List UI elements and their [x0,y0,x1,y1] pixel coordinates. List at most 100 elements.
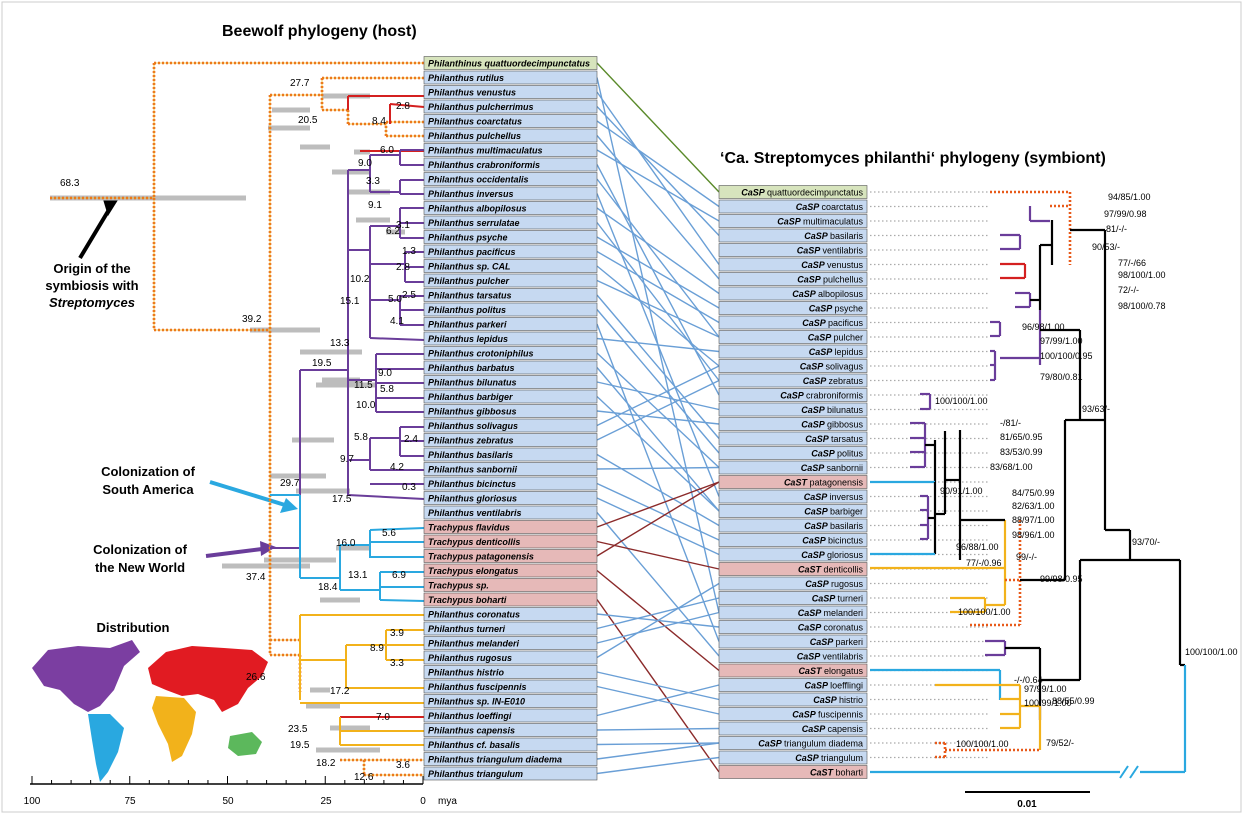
cophylogeny-link [596,135,720,280]
host-tree-branch [389,103,425,108]
node-age-ci-bar [386,229,405,235]
host-tree-branch [347,494,425,500]
time-tick-50: 50 [222,796,234,807]
new-world-note-line1: Colonization of [93,542,188,557]
host-taxon-box [423,708,598,723]
host-taxon-label: Philanthus triangulum [428,769,523,779]
host-taxon-box [423,114,598,128]
host-taxon-box [423,215,598,230]
symbiont-support-value: -/81/- [1000,418,1021,428]
host-node-age-label: 39.2 [242,314,262,325]
symbiont-taxon-box [718,475,868,489]
host-taxon-label: Philanthus barbatus [428,363,515,373]
host-taxon-label: Philanthus bilunatus [428,378,517,388]
symbiont-support-value: 99/-/- [1016,552,1037,562]
symbiont-taxon-label: CaSP capensis [802,724,864,734]
host-taxon-label: Philanthus triangulum diadema [428,755,562,765]
host-taxon-box [423,99,598,114]
cophylogeny-link [596,309,720,454]
cophylogeny-link [596,379,720,441]
symbiont-taxon-label: CaSP politus [811,449,863,459]
host-node-age-label: 17.2 [330,686,350,697]
host-node-age-label: 16.0 [336,538,356,549]
host-node-age-label: 17.5 [332,494,352,505]
host-taxon-box [423,621,598,636]
host-taxon-label: Philanthus pulcherrimus [428,102,534,112]
host-taxon-label: Philanthus coronatus [428,610,520,620]
symbiont-taxon-label: CaSP triangulum [795,753,863,763]
host-taxon-label: Philanthus tarsatus [428,291,512,301]
host-taxon-box [423,157,598,172]
host-taxon-box [423,476,598,491]
symbiont-taxon-box [718,388,868,402]
host-taxon-box [423,244,598,259]
host-taxon-box [423,186,598,201]
host-tree-branch [379,599,425,602]
node-age-ci-bar [336,545,370,551]
host-taxon-label: Philanthus sp. CAL [428,262,511,272]
host-node-age-label: 5.0 [388,294,402,305]
host-taxon-box [423,346,598,360]
host-node-age-label: 12.6 [354,772,374,783]
host-taxon-label: Philanthus pulchellus [428,131,521,141]
cophylogeny-link [596,236,720,309]
cophylogeny-link [596,365,720,427]
symbiont-taxon-label: CaSP fuscipennis [792,710,863,720]
symbiont-taxon-label: CaSP histrio [813,695,863,705]
symbiont-taxon-box [718,518,868,533]
symbiont-support-value: 77/-/0.96 [966,558,1002,568]
new-world-note-line2: the New World [95,560,185,575]
symbiont-support-value: 100/100/1.00 [1185,647,1238,657]
host-taxon-box [423,694,598,708]
host-node-age-label: 19.5 [312,358,332,369]
host-node-age-label: 9.7 [340,454,354,465]
symbiont-support-value: 98/100/1.00 [1118,270,1166,280]
symbiont-taxon-label: CaSP basilaris [804,231,863,241]
node-age-ci-bar [300,349,362,355]
host-taxon-label: Philanthus crotoniphilus [428,349,534,359]
host-taxon-label: Philanthus gloriosus [428,494,517,504]
distribution-title: Distribution [97,620,170,635]
symbiont-taxon-box [718,315,868,330]
symbiont-support-value: 77/-/66 [1118,258,1146,268]
cophylogeny-link [596,466,720,470]
symbiont-support-value: 100/100/1.00 [958,607,1011,617]
host-taxon-box [423,331,598,346]
symbiont-support-value: 82/63/1.00 [1012,501,1055,511]
symbiont-support-value: 98/100/0.78 [1118,301,1166,311]
symbiont-support-value: 100/100/0.95 [1040,351,1093,361]
origin-note-line3: Streptomyces [49,295,135,310]
symbiont-taxon-label: CaSP coarctatus [796,202,864,212]
cophylogeny-link [596,481,720,528]
time-axis-unit: mya [438,796,457,807]
symbiont-support-value: 93/70/- [1132,537,1160,547]
symbiont-taxon-label: CaST denticollis [798,565,864,575]
cophylogeny-link [596,410,720,425]
cophylogeny-link [596,671,720,701]
host-taxon-box [423,375,598,389]
symbiont-taxon-box [718,678,868,692]
cophylogeny-link [596,207,720,295]
cophylogeny-link [596,481,720,557]
cophylogeny-link [596,611,720,644]
symbiont-taxon-box [718,330,868,344]
host-taxon-label: Philanthus albopilosus [428,204,527,214]
south-america-arrow-shaft [209,480,286,507]
time-tick-75: 75 [124,796,136,807]
symbiont-taxon-box [718,620,868,634]
symbiont-taxon-label: CaSP albopilosus [792,289,863,299]
host-taxon-box [423,143,598,157]
node-age-ci-bar [296,488,350,494]
symbiont-taxon-label: CaSP coronatus [798,623,864,633]
host-taxon-label: Philanthus politus [428,305,506,315]
host-node-age-label: 5.8 [380,384,394,395]
cophylogeny-link [596,684,720,717]
host-taxon-label: Philanthus serrulatae [428,218,520,228]
host-node-age-label: 2.8 [396,262,410,273]
symbiont-taxon-label: CaSP bilunatus [801,405,863,415]
host-symbiont-links [596,62,720,775]
host-taxon-label: Philanthus pacificus [428,247,516,257]
host-taxon-label: Trachypus boharti [428,595,507,605]
host-node-age-label: 2.8 [396,101,410,112]
time-tick-0: 0 [420,796,426,807]
